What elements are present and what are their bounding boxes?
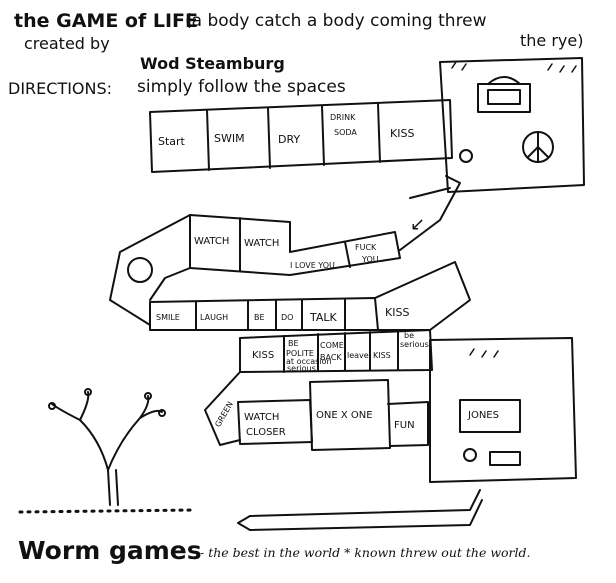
row-5-path: GREEN WATCH CLOSER ONE X ONE FUN [204, 371, 429, 451]
space-kiss-2: KISS [385, 306, 409, 319]
space-watch-closer-2: CLOSER [246, 427, 286, 438]
subtitle-line-1: (a body catch a body coming threw [185, 11, 487, 31]
space-leave: leave [347, 351, 369, 360]
space-be-polite-2: POLITE [286, 349, 314, 358]
connector-1: ↙ [399, 175, 461, 251]
game-title: the GAME of LIFE [14, 10, 198, 32]
space-be-polite-3: at occasion [286, 357, 332, 366]
space-swim: SWIM [214, 132, 245, 145]
jones-box: JONES [429, 337, 577, 483]
space-serious: serious [287, 364, 316, 373]
space-watch-2: WATCH [244, 238, 279, 249]
space-dry: DRY [278, 133, 300, 146]
space-be-polite-1: BE [288, 339, 299, 348]
created-by-label: created by [24, 34, 110, 53]
space-kiss-1: KISS [390, 127, 414, 140]
space-one-x-one: ONE X ONE [316, 410, 373, 421]
author-name: Wod Steamburg [140, 54, 285, 73]
row-4-path: KISS BE POLITE at occasion serious COME … [239, 329, 433, 373]
tagline: - the best in the world * known threw ou… [200, 545, 531, 560]
return-arrow [237, 489, 483, 531]
space-talk: TALK [309, 311, 338, 324]
space-back: BACK [320, 353, 342, 362]
space-do: DO [281, 313, 293, 322]
row-3-path: SMILE LAUGH BE DO TALK KISS [149, 261, 471, 331]
row-2-path: WATCH WATCH I LOVE YOU FUCK YOU [189, 214, 401, 276]
directions-label: DIRECTIONS: [8, 79, 113, 98]
space-come: COME [320, 341, 344, 350]
space-drink: DRINK [330, 113, 356, 122]
space-kiss-4: KISS [373, 351, 391, 360]
directions-text: simply follow the spaces [137, 77, 346, 97]
arrow-icon: ↙ [410, 214, 425, 235]
connector-2 [109, 214, 191, 326]
space-start: Start [158, 135, 186, 148]
space-smile: SMILE [156, 313, 180, 322]
subtitle-line-2: the rye) [520, 31, 584, 50]
space-i-love-you: I LOVE YOU [290, 261, 335, 270]
radio-box [439, 57, 585, 193]
space-be-serious-1: be [404, 331, 414, 340]
space-fun: FUN [394, 420, 415, 431]
space-watch-closer-1: WATCH [244, 412, 279, 423]
jones-label: JONES [467, 410, 499, 421]
tree-drawing [18, 388, 197, 514]
space-watch-1: WATCH [194, 236, 229, 247]
space-you: YOU [361, 255, 379, 264]
space-kiss-3: KISS [252, 350, 274, 361]
space-fuck: FUCK [355, 243, 377, 252]
space-be: BE [254, 313, 265, 322]
space-green: GREEN [213, 400, 235, 429]
space-soda: SODA [334, 128, 357, 137]
space-laugh: LAUGH [200, 313, 228, 322]
row-1-path: Start SWIM DRY DRINK SODA KISS [149, 99, 453, 173]
brand-name: Worm games [18, 536, 202, 565]
space-be-serious-2: serious [400, 340, 429, 349]
